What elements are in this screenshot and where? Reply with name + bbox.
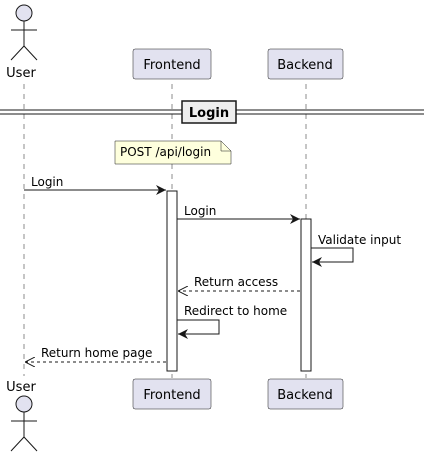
note-text: POST /api/login [120, 145, 211, 159]
frontend-participant-top: Frontend [132, 48, 212, 80]
message-label: Return access [194, 275, 278, 289]
frontend-participant-bottom: Frontend [132, 378, 212, 410]
user-label-bottom: User [6, 380, 36, 395]
user-actor-bottom: User [6, 380, 38, 452]
message-backend-to-frontend-return: Return access [178, 275, 300, 291]
message-frontend-to-backend-login: Login [177, 204, 300, 224]
message-label: Return home page [41, 346, 152, 360]
message-frontend-to-user-return: Return home page [25, 346, 166, 362]
frontend-label-bottom: Frontend [143, 388, 200, 403]
backend-label-bottom: Backend [277, 388, 333, 403]
user-actor-head-icon [15, 4, 33, 22]
user-actor-head-icon [15, 395, 33, 413]
login-divider: Login [0, 100, 424, 124]
backend-participant-bottom: Backend [267, 378, 344, 410]
backend-activation [300, 218, 312, 372]
message-label: Login [31, 175, 63, 189]
message-user-to-frontend-login: Login [24, 175, 166, 195]
user-label-top: User [6, 66, 36, 81]
note: POST /api/login [114, 140, 232, 165]
message-label: Login [184, 204, 216, 218]
divider-label: Login [189, 106, 229, 121]
message-backend-self-validate: Validate input [311, 233, 401, 267]
backend-label-top: Backend [277, 58, 333, 73]
frontend-activation [166, 190, 178, 372]
message-frontend-self-redirect: Redirect to home [177, 304, 287, 339]
backend-participant-top: Backend [267, 48, 344, 80]
user-actor-top: User [6, 4, 38, 81]
message-label: Validate input [318, 233, 401, 247]
frontend-label-top: Frontend [143, 58, 200, 73]
message-label: Redirect to home [184, 304, 287, 318]
